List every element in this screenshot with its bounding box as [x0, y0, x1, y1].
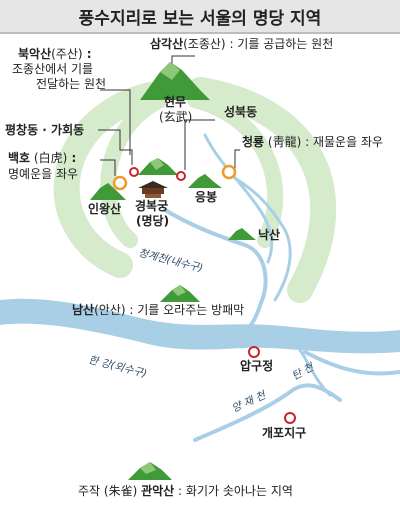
energy-arc-outer-left [53, 82, 163, 278]
stream-from-seongbuk [203, 133, 274, 264]
energy-arc-inner-right [187, 92, 284, 248]
baekho-label: 백호 (白虎) : [8, 151, 77, 165]
hyeonmu-hanja: (玄武) [159, 110, 193, 124]
energy-arc-inner-left [100, 92, 168, 248]
gwanaksan-label: 주작 (朱雀) 관악산 : 화기가 솟아나는 지역 [78, 484, 293, 498]
namsan-label: 남산(안산) : 기를 오라주는 방패막 [72, 303, 245, 317]
pyeongchang-label: 평창동 · 가회동 [5, 123, 85, 137]
gyeongbokgung-palace-icon [138, 181, 168, 198]
stream-from-cheongnyong [228, 173, 292, 302]
seongbuk-marker [176, 171, 186, 181]
bugaksan-desc-line2: 전달하는 원천 [36, 77, 107, 91]
tancheon-stream [303, 350, 400, 376]
hyeonmu-label: 현무 [164, 95, 187, 109]
han-river [0, 298, 400, 354]
title-bar [0, 0, 400, 34]
leader-baekho [100, 159, 116, 176]
map-title: 풍수지리로 보는 서울의 명당 지역 [78, 9, 322, 29]
seongbuk-label: 성북동 [224, 105, 258, 119]
leader-bugaksan [100, 89, 131, 155]
tancheon-branch [298, 348, 332, 397]
energy-flow-arcs [53, 77, 336, 303]
gaepojigu-label: 개포지구 [262, 426, 307, 440]
myeongdang-label: (명당) [136, 214, 170, 228]
leader-seongbuk [184, 119, 215, 170]
leader-cheongnyong [234, 149, 240, 170]
leader-pyeongchang [98, 129, 133, 165]
naksan-mountain [228, 228, 256, 240]
inwangsan-mountain [90, 183, 126, 200]
apgujeong-marker [248, 346, 260, 358]
inwangsan-label: 인왕산 [88, 202, 122, 216]
cheongnyong-label: 청룡 (靑龍) : 재물운을 좌우 [242, 135, 384, 149]
gyeongbokgung-label: 경복궁 [135, 199, 169, 213]
baekho-marker [112, 175, 128, 191]
gaepo-marker [284, 412, 296, 424]
apgujeong-label: 압구정 [240, 359, 274, 373]
samgaksan-mountain [140, 62, 210, 100]
cheongnyong-marker [221, 164, 237, 180]
eungbong-mountain [188, 174, 222, 188]
eungbong-label: 응봉 [195, 190, 218, 204]
yangjaecheon-stream [193, 383, 342, 442]
cheonggyecheon-stream [163, 208, 268, 328]
pyeongchang-marker [129, 167, 139, 177]
samgaksan-label: 삼각산(조종산) : 기를 공급하는 원천 [150, 37, 334, 51]
energy-arc-outer-right [187, 77, 336, 303]
bugaksan-label: 북악산(주산) : [18, 47, 92, 61]
baekho-desc: 명예운을 좌우 [8, 167, 79, 181]
bugaksan-desc-line1: 조종산에서 기를 [12, 62, 94, 76]
naksan-label: 낙산 [258, 228, 281, 242]
